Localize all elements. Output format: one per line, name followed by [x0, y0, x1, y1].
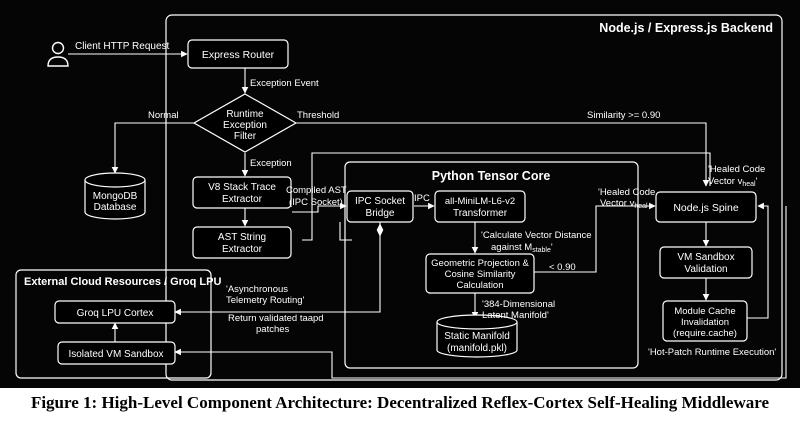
- filter-label-0: Runtime: [226, 109, 264, 120]
- geometric-node: Geometric Projection & Cosine Similarity…: [425, 253, 535, 294]
- module-cache-node: Module Cache Invalidation (require.cache…: [662, 300, 748, 342]
- isolated-vm-label: Isolated VM Sandbox: [68, 349, 163, 360]
- async-label-0: 'Asynchronous: [226, 284, 288, 295]
- transformer-node: all-MiniLM-L6-v2 Transformer: [434, 190, 526, 223]
- groq-cortex-node: Groq LPU Cortex: [54, 300, 176, 324]
- edge-filter-spine: [296, 122, 710, 187]
- normal-label: Normal: [148, 110, 179, 121]
- ipc-label: IPC: [414, 193, 430, 204]
- transformer-label-0: all-MiniLM-L6-v2: [445, 196, 515, 207]
- ast-label-0: AST String: [218, 232, 266, 243]
- backend-container: Node.js / Express.js Backend: [165, 14, 783, 381]
- healed-left-label-0: 'Healed Code: [598, 187, 655, 198]
- isolated-vm-node: Isolated VM Sandbox: [57, 341, 176, 365]
- cache-label-2: (require.cache): [673, 328, 737, 339]
- figure-caption: Figure 1: High-Level Component Architect…: [30, 393, 770, 412]
- edges: [68, 50, 787, 379]
- filter-label-2: Filter: [234, 131, 257, 142]
- hot-patch-label: 'Hot-Patch Runtime Execution': [648, 347, 776, 358]
- geometric-label-1: Cosine Similarity: [445, 269, 516, 280]
- compiled-ast-label-0: Compiled AST: [286, 185, 347, 196]
- spine-label: Node.js Spine: [673, 202, 739, 214]
- node-spine-node: Node.js Spine: [655, 191, 757, 223]
- mongodb-label-0: MongoDB: [93, 191, 138, 202]
- vm-validation-label-0: VM Sandbox: [677, 252, 734, 263]
- cache-label-1: Invalidation: [681, 317, 729, 328]
- manifold-label-1: (manifold.pkl): [447, 343, 507, 354]
- python-core-container: Python Tensor Core: [344, 161, 639, 369]
- express-router-label: Express Router: [202, 49, 275, 61]
- healed-left-label-1: Vector vheal: [600, 198, 648, 210]
- return-patches-label-0: Return validated taapd: [228, 313, 324, 324]
- lt-090-label: < 0.90: [549, 262, 576, 273]
- ipc-label-1: Bridge: [366, 208, 395, 219]
- healed-right-label-1: Vector vheal': [708, 176, 758, 188]
- similarity-label: Similarity >= 0.90: [587, 110, 660, 121]
- exception-label: Exception: [250, 158, 292, 169]
- dim-384-label-0: '384-Dimensional: [482, 299, 555, 310]
- ipc-bridge-node: IPC Socket Bridge: [346, 190, 414, 223]
- edge-spine-isolated-vm: [174, 206, 787, 379]
- edge-ipc-groq: [174, 222, 381, 316]
- ast-label-1: Extractor: [222, 244, 263, 255]
- vm-validation-label-1: Validation: [684, 264, 727, 275]
- cache-label-0: Module Cache: [674, 306, 735, 317]
- user-icon: [47, 41, 69, 67]
- v8-extractor-node: V8 Stack Trace Extractor: [192, 176, 292, 209]
- edge-filter-mongodb: [111, 122, 194, 174]
- calc-vector-label-1: against Mstable': [491, 242, 553, 254]
- mongodb-node: MongoDB Database: [84, 172, 146, 220]
- compiled-ast-label-1: (IPC Socket): [289, 197, 343, 208]
- calc-vector-label-0: 'Calculate Vector Distance: [481, 230, 592, 241]
- transformer-label-1: Transformer: [453, 208, 508, 219]
- groq-label: Groq LPU Cortex: [77, 308, 154, 319]
- threshold-label: Threshold: [297, 110, 339, 121]
- express-router-node: Express Router: [187, 39, 289, 69]
- dim-384-label-1: Latent Manifold': [482, 310, 549, 321]
- python-core-title: Python Tensor Core: [432, 169, 551, 183]
- filter-node: Runtime Exception Filter: [192, 93, 298, 153]
- backend-title: Node.js / Express.js Backend: [599, 21, 773, 35]
- edge-geometric-spine: [525, 202, 656, 273]
- edge-ast-loop: [302, 152, 711, 241]
- vm-validation-node: VM Sandbox Validation: [659, 246, 753, 279]
- v8-label-1: Extractor: [222, 194, 263, 205]
- manifold-label-0: Static Manifold: [444, 331, 510, 342]
- edge-ast-ipc-stub: [339, 222, 352, 241]
- edge-v8-ipc: [292, 202, 347, 213]
- return-patches-label-1: patches: [256, 324, 290, 335]
- geometric-label-2: Calculation: [457, 280, 504, 291]
- external-title: External Cloud Resources / Groq LPU: [24, 276, 221, 288]
- filter-label-1: Exception: [223, 120, 267, 131]
- v8-label-0: V8 Stack Trace: [208, 182, 276, 193]
- static-manifold-node: Static Manifold (manifold.pkl): [436, 314, 518, 358]
- architecture-diagram: Node.js / Express.js Backend Python Tens…: [15, 14, 787, 381]
- async-label-1: Telemetry Routing': [226, 295, 305, 306]
- exception-event-label: Exception Event: [250, 78, 319, 89]
- mongodb-label-1: Database: [94, 202, 137, 213]
- ipc-label-0: IPC Socket: [355, 196, 405, 207]
- client-label: Client HTTP Request: [75, 41, 170, 52]
- edge-cache-spine: [747, 202, 769, 319]
- geometric-label-0: Geometric Projection &: [431, 258, 529, 269]
- ast-extractor-node: AST String Extractor: [192, 226, 292, 259]
- edge-labels: Client HTTP Request Exception Event Norm…: [75, 41, 776, 358]
- external-container: External Cloud Resources / Groq LPU: [15, 269, 221, 379]
- healed-right-label-0: 'Healed Code: [708, 164, 765, 175]
